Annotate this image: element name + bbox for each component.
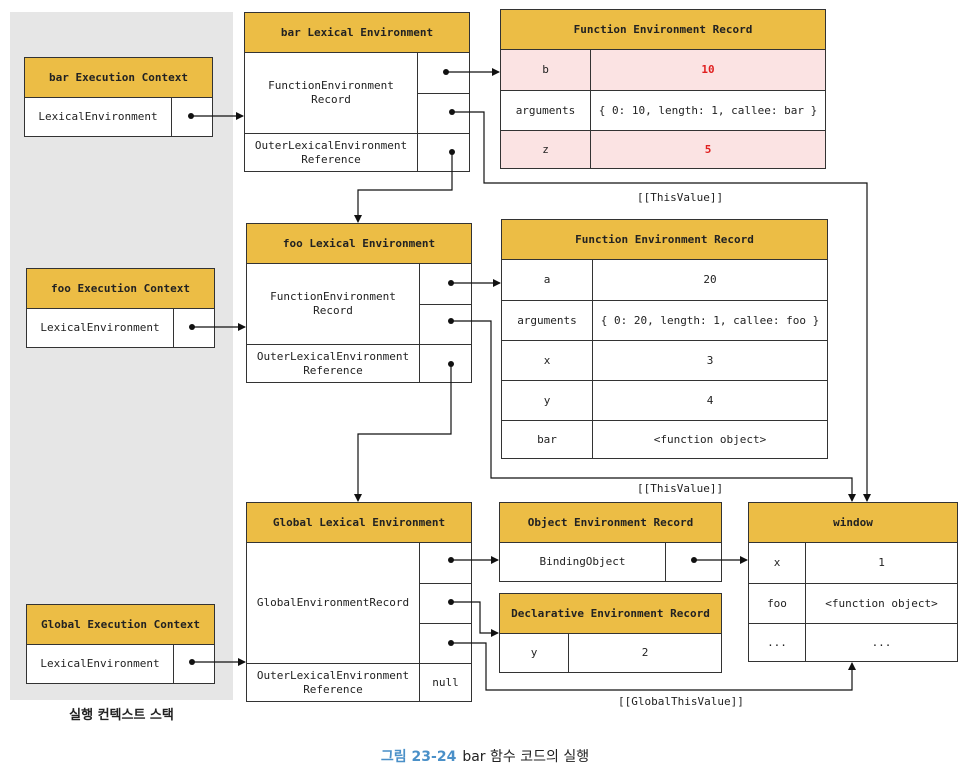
bar-record-pointer — [417, 53, 469, 93]
foo-execution-context: foo Execution Context LexicalEnvironment — [26, 268, 215, 348]
global-execution-context-title: Global Execution Context — [27, 605, 214, 645]
foo-record-pointer — [419, 264, 471, 304]
record-value: { 0: 10, length: 1, callee: bar } — [590, 90, 825, 130]
record-value: { 0: 20, length: 1, callee: foo } — [592, 300, 827, 340]
record-value: 2 — [568, 634, 721, 672]
bar-lexical-environment: bar Lexical Environment FunctionEnvironm… — [244, 12, 470, 172]
foo-environment-record-field: FunctionEnvironment Record — [270, 290, 396, 317]
binding-object-pointer — [665, 543, 721, 581]
foo-execution-context-title: foo Execution Context — [27, 269, 214, 309]
global-object-record-pointer — [419, 543, 471, 583]
window-value: ... — [805, 623, 957, 661]
global-this-value-pointer — [419, 623, 471, 663]
global-this-value-label: [[GlobalThisValue]] — [618, 695, 744, 708]
window-key: foo — [749, 583, 805, 623]
global-declarative-record-pointer — [419, 583, 471, 623]
foo-record-title: Function Environment Record — [502, 220, 827, 260]
bar-record-title: Function Environment Record — [501, 10, 825, 50]
arrow-global-this-value — [451, 642, 856, 691]
record-value: 20 — [592, 260, 827, 300]
global-execution-context: Global Execution Context LexicalEnvironm… — [26, 604, 215, 684]
record-value: 10 — [590, 50, 825, 90]
window-value: 1 — [805, 543, 957, 583]
foo-outer-reference-pointer — [419, 344, 471, 382]
arrow-global-declarative-record — [451, 601, 499, 637]
record-key: arguments — [502, 300, 592, 340]
record-key: bar — [502, 420, 592, 458]
binding-object-field: BindingObject — [539, 555, 626, 568]
bar-execution-context: bar Execution Context LexicalEnvironment — [24, 57, 213, 137]
bar-function-environment-record: Function Environment Record b 10 argumen… — [500, 9, 826, 169]
object-record-title: Object Environment Record — [500, 503, 721, 543]
foo-lexical-environment-field: LexicalEnvironment — [40, 321, 160, 334]
record-value: 3 — [592, 340, 827, 380]
global-outer-reference-field: OuterLexicalEnvironment Reference — [247, 663, 419, 701]
arrow-foo-outer — [354, 364, 452, 502]
figure-number: 그림 23-24 — [380, 749, 457, 765]
record-key: arguments — [501, 90, 590, 130]
bar-environment-record-field: FunctionEnvironment Record — [268, 79, 394, 106]
global-environment-record-field: GlobalEnvironmentRecord — [256, 596, 410, 609]
arrow-foo-this-value — [451, 320, 856, 502]
foo-lexical-environment: foo Lexical Environment FunctionEnvironm… — [246, 223, 472, 383]
bar-outer-reference-pointer — [417, 133, 469, 171]
record-key: y — [530, 646, 538, 659]
global-lexical-environment: Global Lexical Environment GlobalEnviron… — [246, 502, 472, 702]
record-key: a — [543, 273, 551, 286]
foo-function-environment-record: Function Environment Record a 20 argumen… — [501, 219, 828, 459]
this-value-label-bar: [[ThisValue]] — [637, 191, 724, 204]
global-outer-reference-null: null — [419, 663, 471, 701]
declarative-record-title: Declarative Environment Record — [500, 594, 721, 634]
record-value: 5 — [590, 130, 825, 168]
arrow-bar-this-value — [452, 111, 871, 502]
window-object: window x 1 foo <function object> ... ... — [748, 502, 958, 662]
record-key: x — [502, 340, 592, 380]
window-key: ... — [749, 623, 805, 661]
global-lexical-environment-title: Global Lexical Environment — [247, 503, 471, 543]
foo-lexical-environment-pointer — [173, 309, 214, 347]
global-lexical-environment-field: LexicalEnvironment — [40, 657, 160, 670]
window-title: window — [749, 503, 957, 543]
record-value: <function object> — [592, 420, 827, 458]
foo-outer-reference-field: OuterLexicalEnvironment Reference — [247, 344, 419, 382]
record-key: y — [502, 380, 592, 420]
bar-execution-context-title: bar Execution Context — [25, 58, 212, 98]
bar-outer-reference-field: OuterLexicalEnvironment Reference — [245, 133, 417, 171]
figure-caption: 그림 23-24 bar 함수 코드의 실행 — [0, 746, 970, 766]
foo-this-value-pointer — [419, 304, 471, 344]
bar-lexical-environment-pointer — [171, 98, 212, 136]
object-environment-record: Object Environment Record BindingObject — [499, 502, 722, 582]
record-key: b — [501, 50, 590, 90]
arrow-bar-outer — [354, 152, 453, 223]
bar-lexical-environment-title: bar Lexical Environment — [245, 13, 469, 53]
bar-lexical-environment-field: LexicalEnvironment — [38, 110, 158, 123]
bar-this-value-pointer — [417, 93, 469, 133]
window-key: x — [773, 556, 781, 569]
window-value: <function object> — [805, 583, 957, 623]
record-value: 4 — [592, 380, 827, 420]
execution-context-stack-label: 실행 컨텍스트 스택 — [69, 708, 174, 723]
this-value-label-foo: [[ThisValue]] — [637, 482, 724, 495]
declarative-environment-record: Declarative Environment Record y 2 — [499, 593, 722, 673]
record-key: z — [501, 130, 590, 168]
figure-caption-text: bar 함수 코드의 실행 — [462, 749, 590, 765]
foo-lexical-environment-title: foo Lexical Environment — [247, 224, 471, 264]
global-lexical-environment-pointer — [173, 645, 214, 683]
